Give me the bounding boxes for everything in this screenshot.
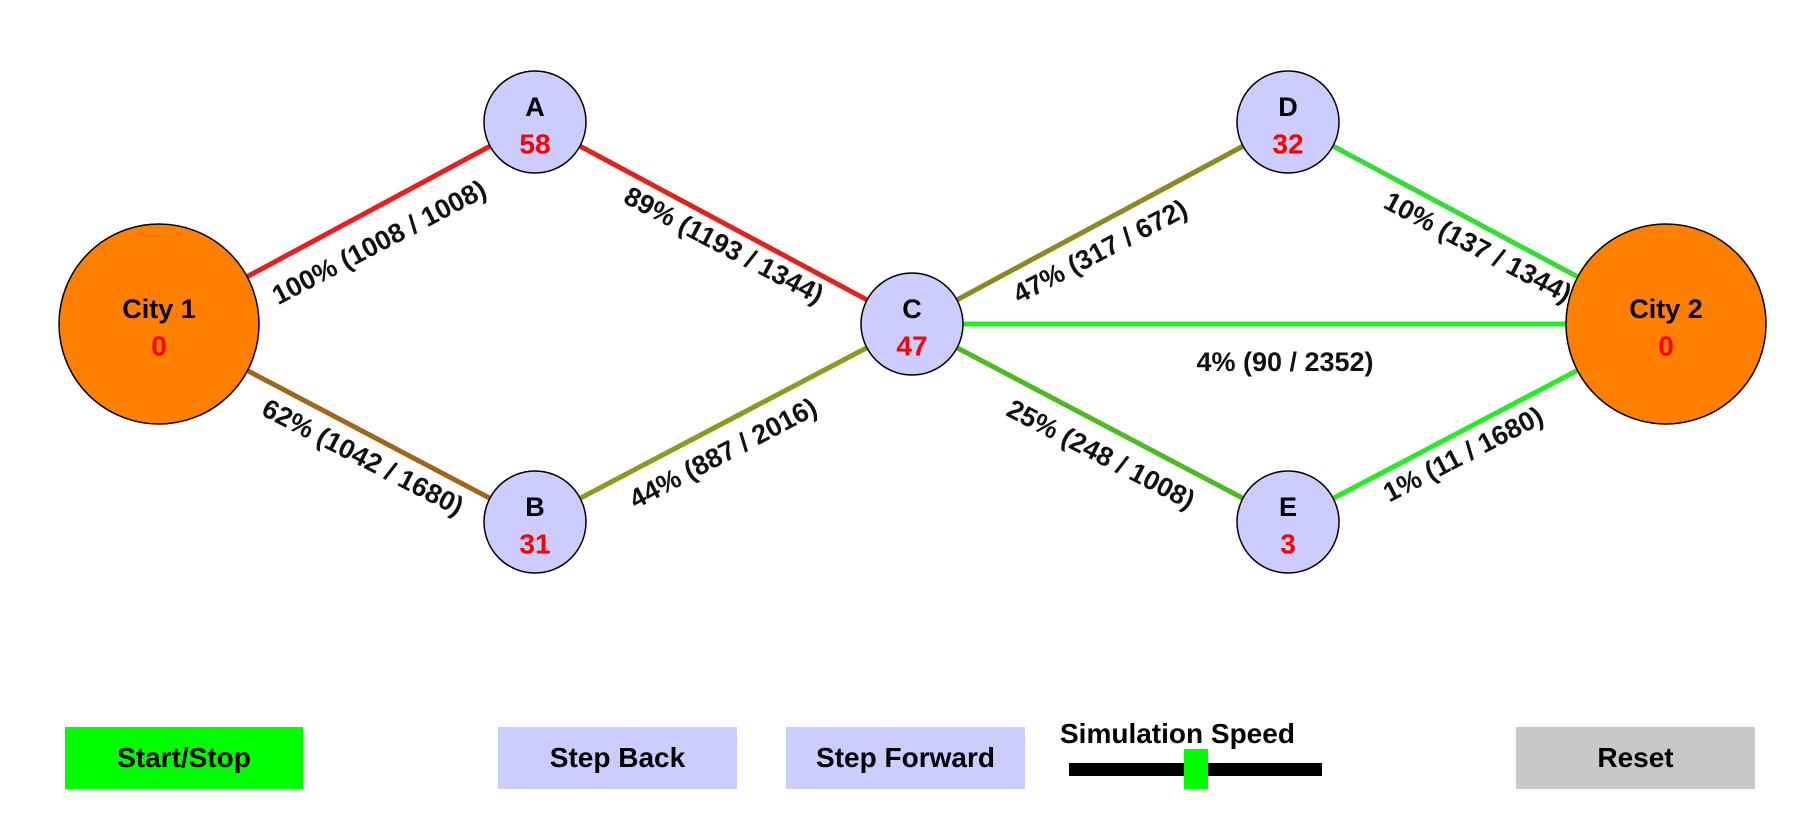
- node-b: B 31: [483, 470, 587, 574]
- step-back-button[interactable]: Step Back: [498, 727, 737, 789]
- node-circle-c: [860, 272, 964, 376]
- node-name-e: E: [1279, 492, 1297, 522]
- node-count-e: 3: [1280, 528, 1296, 559]
- node-d: D 32: [1236, 70, 1340, 174]
- edge-label-a-c: 89% (1193 / 1344): [619, 181, 828, 310]
- edge-a-c: [532, 119, 915, 327]
- node-circle-e: [1236, 470, 1340, 574]
- node-e: E3: [1236, 470, 1340, 574]
- start-stop-button[interactable]: Start/Stop: [65, 727, 303, 789]
- node-name-city1: City 1: [122, 294, 196, 324]
- node-count-c: 47: [896, 330, 927, 361]
- edge-c-e: [909, 321, 1291, 525]
- node-name-c: C: [902, 294, 922, 324]
- node-circle-city2: [1565, 223, 1767, 425]
- node-circle-d: [1236, 70, 1340, 174]
- reset-button[interactable]: Reset: [1516, 727, 1755, 789]
- node-city1: City 1 0: [58, 223, 260, 425]
- node-count-city2: 0: [1658, 330, 1674, 361]
- node-count-city1: 0: [151, 330, 167, 361]
- node-name-a: A: [525, 92, 545, 122]
- node-a: A 58: [483, 70, 587, 174]
- edge-b-c: [532, 321, 915, 525]
- edge-label-c-d: 47% (317 / 672): [1008, 194, 1192, 310]
- node-circle-city1: [58, 223, 260, 425]
- node-name-city2: City 2: [1629, 294, 1703, 324]
- step-forward-button[interactable]: Step Forward: [786, 727, 1025, 789]
- node-name-d: D: [1278, 92, 1298, 122]
- edge-label-e-city2: 1% (11 / 1680): [1378, 401, 1548, 508]
- simulation-speed-thumb[interactable]: [1183, 749, 1208, 789]
- node-count-d: 32: [1272, 128, 1303, 159]
- node-c: C 47: [860, 272, 964, 376]
- node-name-b: B: [525, 492, 545, 522]
- node-count-b: 31: [519, 528, 550, 559]
- node-circle-a: [483, 70, 587, 174]
- edge-label-b-c: 44% (887 / 2016): [624, 392, 821, 515]
- node-count-a: 58: [519, 128, 550, 159]
- edge-label-city1-a: 100% (1008 / 1008): [267, 174, 491, 310]
- edge-label-d-city2: 10% (137 / 1344): [1379, 186, 1576, 309]
- edge-label-c-e: 25% (248 / 1008): [1002, 394, 1200, 516]
- node-circle-b: [483, 470, 587, 574]
- edge-label-city1-b: 62% (1042 / 1680): [257, 393, 468, 522]
- edge-c-d: [909, 119, 1291, 327]
- node-city2: City 2 0: [1565, 223, 1767, 425]
- simulation-speed-label: Simulation Speed: [1060, 718, 1295, 749]
- edge-label-c-city2: 4% (90 / 2352): [1196, 347, 1373, 377]
